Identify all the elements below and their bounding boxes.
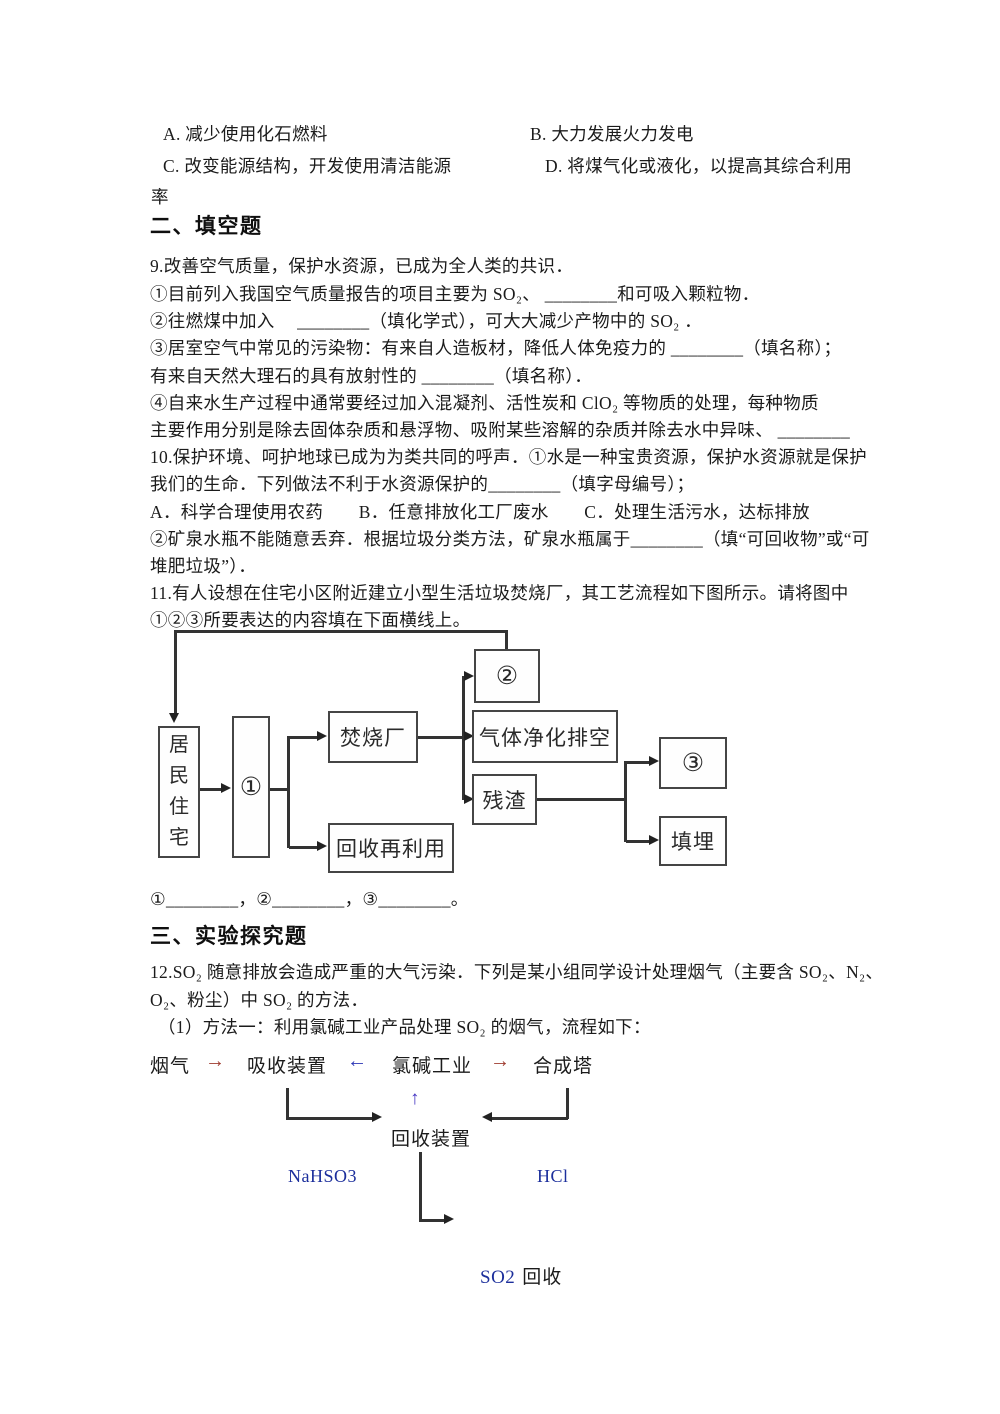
connector-residential-node1 [200,788,221,791]
question-11-line-2: ①②③所要表达的内容填在下面横线上。 [150,610,471,630]
question-9-line-7: 主要作用分别是除去固体杂质和悬浮物、吸附某些溶解的杂质并除去水中异味、 ____… [150,420,851,440]
question-11-line-1: 11.有人设想在住宅小区附近建立小型生活垃圾焚烧厂，其工艺流程如下图所示。请将图… [150,583,849,603]
connector-recovery-right [419,1219,444,1222]
question-10-line-4: ②矿泉水瓶不能随意丢弃．根据垃圾分类方法，矿泉水瓶属于________（填“可回… [150,529,870,549]
arrowhead-to-incinerator [317,731,327,741]
question-10-line-3: A．科学合理使用农药 B．任意排放化工厂废水 C．处理生活污水，达标排放 [150,502,810,522]
arrowhead-to-residential [169,713,179,723]
flow-smoke-label: 烟气 [150,1056,191,1077]
box-node2: ② [474,649,540,703]
question-12-line-2: O₂、粉尘）中 SO₂ 的方法． [150,990,369,1010]
flow-so2-recovery-label: SO2 回收 [457,1240,562,1311]
box-incinerator: 焚烧厂 [328,711,418,763]
box-recycle: 回收再利用 [328,823,454,873]
box-gas-vent: 气体净化排空 [472,710,618,763]
flow-arrow-left-icon: ← [347,1050,367,1072]
question-9-line-4: ③居室空气中常见的污染物：有来自人造板材，降低人体免疫力的 ________（填… [150,338,842,358]
arrowhead-to-node2 [464,671,474,681]
connector-to-incinerator [289,736,317,739]
box-residential: 居民住宅 [158,726,200,858]
arrowhead-to-node3 [649,756,659,766]
connector-to-landfill [626,840,649,843]
flow-hcl-label: HCl [537,1166,569,1186]
connector-recovery-down [419,1152,422,1221]
connector-incinerator-out [418,736,464,739]
question-10-line-1: 10.保护环境、呵护地球已成为为类共同的呼声．①水是一种宝贵资源，保护水资源就是… [150,447,867,467]
box-node1: ① [232,716,270,858]
connector-to-node3 [626,761,649,764]
connector-feedback-right [505,630,508,651]
connector-feedback-top [174,630,507,633]
connector-residue-branch [624,761,627,842]
connector-to-recycle [289,846,317,849]
arrowhead-to-residue [464,794,474,804]
question-10-line-5: 堆肥垃圾”）． [150,556,257,576]
connector-residue-out [537,798,626,801]
flow-chlor-alkali-label: 氯碱工业 [392,1056,473,1077]
arrowhead-to-gas-vent [464,731,474,741]
flow-arrow-up-icon: ↑ [410,1088,420,1109]
arrowhead-to-landfill [649,835,659,845]
connector-node1-branch [287,736,290,848]
flow-nahso3-label: NaHSO3 [288,1166,357,1186]
connector-absorber-down [286,1088,289,1119]
option-c: C. 改变能源结构，开发使用清洁能源 [163,156,452,176]
connector-feedback-left [174,630,177,714]
question-12-line-1: 12.SO₂ 随意排放会造成严重的大气污染．下列是某小组同学设计处理烟气（主要含… [150,962,884,982]
question-9-line-1: 9.改善空气质量，保护水资源，已成为全人类的共识． [150,256,574,276]
question-9-line-6: ④自来水生产过程中通常要经过加入混凝剂、活性炭和 ClO₂ 等物质的处理，每种物… [150,393,819,413]
question-9-line-2: ①目前列入我国空气质量报告的项目主要为 SO₂、 ________和可吸入颗粒物… [150,284,760,304]
option-d-wrap: 率 [151,187,169,207]
option-a: A. 减少使用化石燃料 [163,124,328,144]
connector-tower-down [566,1088,569,1119]
flow-absorber-label: 吸收装置 [247,1056,328,1077]
flow-arrow-right-2-icon: → [490,1050,510,1072]
flow-recovery-label: 回收装置 [391,1129,472,1150]
recovery-word-text: 回收 [522,1267,563,1288]
question-10-line-2: 我们的生命．下列做法不利于水资源保护的________（填字母编号）； [150,474,695,494]
flow-tower-label: 合成塔 [533,1056,594,1077]
option-d: D. 将煤气化或液化，以提高其综合利用 [545,156,853,176]
connector-node1-out [270,788,289,791]
question-9-line-5: 有来自天然大理石的具有放射性的 ________（填名称）． [150,366,593,386]
question-11-answer-blanks: ①________，②________，③________。 [150,889,469,909]
option-b: B. 大力发展火力发电 [530,124,694,144]
question-12-line-3: （1）方法一：利用氯碱工业产品处理 SO₂ 的烟气，流程如下： [158,1017,651,1037]
question-9-line-3: ②往燃煤中加入 ________（填化学式），可大大减少产物中的 SO₂ ． [150,311,703,331]
so2-formula-text: SO2 [480,1267,516,1288]
box-landfill: 填埋 [659,816,727,866]
connector-tower-left [492,1117,568,1120]
arrowhead-to-node1 [221,783,231,793]
box-residue: 残渣 [472,774,537,825]
box-node3: ③ [659,737,727,789]
arrowhead-to-recycle [317,841,327,851]
section-title-fill-blank: 二、填空题 [150,215,263,238]
connector-incinerator-branch [462,676,465,800]
flow-arrow-right-1-icon: → [205,1050,225,1072]
arrowhead-tower-to-recovery [482,1112,492,1122]
connector-absorber-right [286,1117,374,1120]
arrowhead-recovery-out [444,1214,454,1224]
arrowhead-absorber-to-recovery [372,1112,382,1122]
section-title-experiment: 三、实验探究题 [150,925,308,948]
